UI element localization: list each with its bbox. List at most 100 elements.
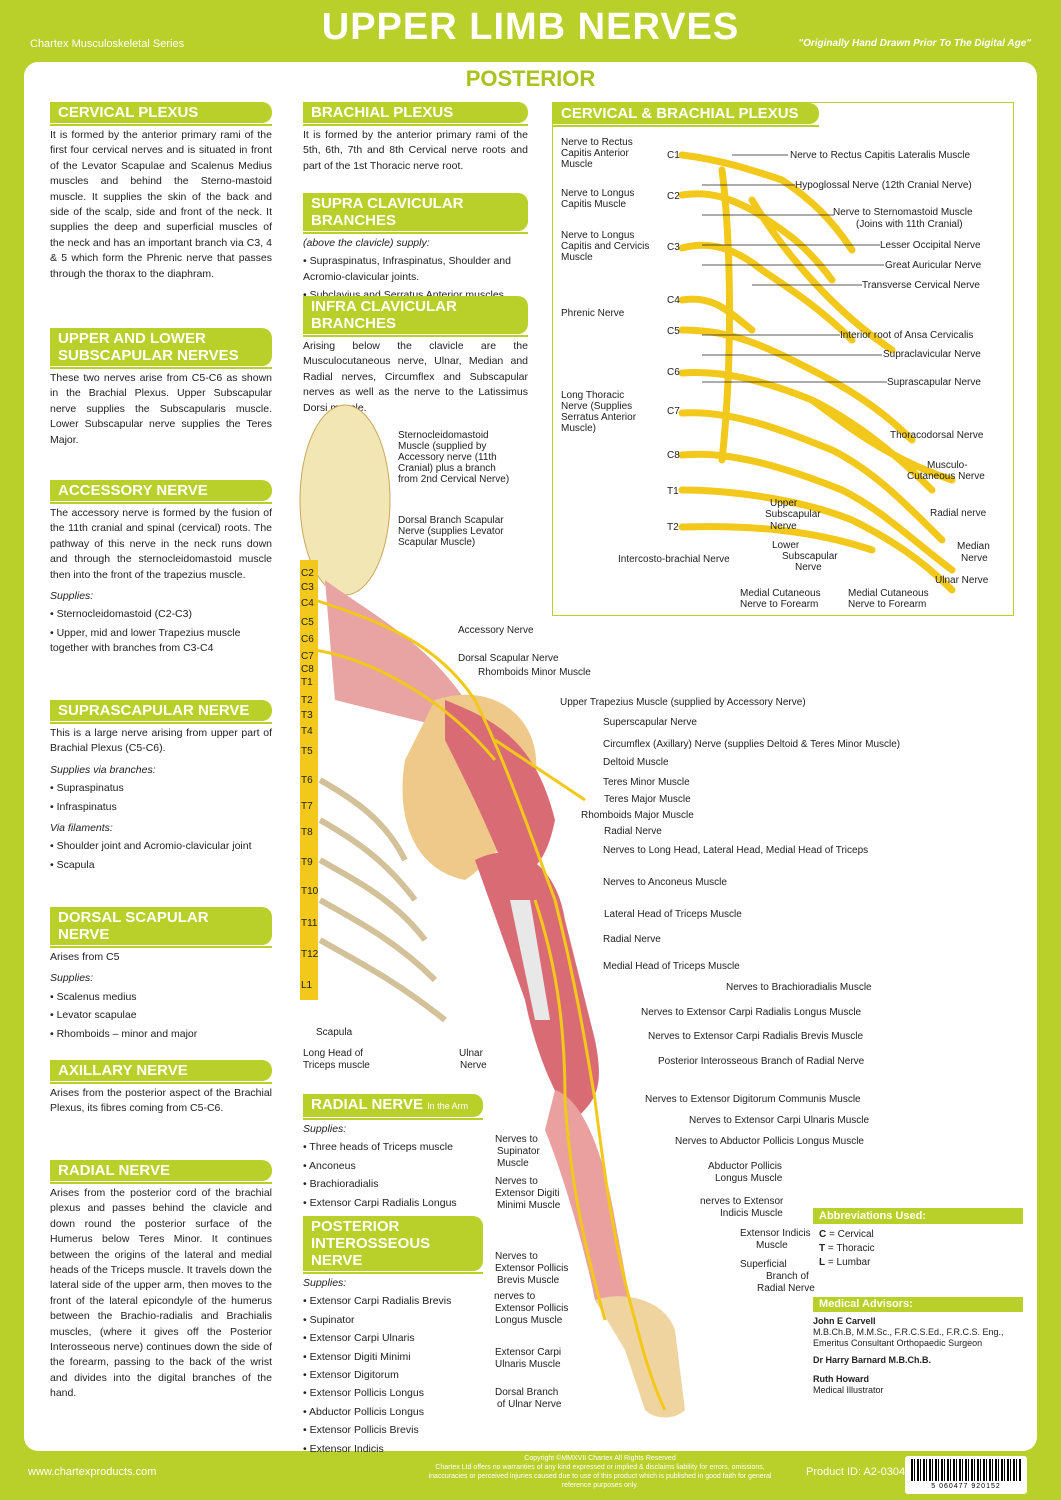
root-label: C3 (667, 242, 680, 253)
arm-label: Accessory nerve (11th (398, 452, 497, 463)
arm-label: Muscle (supplied by (398, 441, 487, 452)
abbreviation-key: L (819, 1257, 826, 1268)
plexus-bottom-label: Subscapular (765, 509, 821, 520)
arm-label: Teres Major Muscle (604, 794, 691, 805)
arm-label: Ulnaris Muscle (495, 1359, 561, 1370)
arm-label: Rhomboids Major Muscle (581, 810, 694, 821)
list-item: Scapula (50, 858, 272, 873)
arm-label: Abductor Pollicis (708, 1161, 782, 1172)
copyright-notice: Copyright ©MMXVII Chartex All Rights Res… (420, 1454, 780, 1490)
axillary-nerve-section: AXILLARY NERVE Arises from the posterior… (50, 1060, 272, 1117)
abbreviation-row: C = Cervical (819, 1228, 1017, 1242)
arm-label: Deltoid Muscle (603, 757, 669, 768)
advisors-title: Medical Advisors: (813, 1297, 1023, 1312)
list-item: Extensor Indicis (303, 1442, 483, 1457)
posterior-arm-diagram (299, 404, 685, 1418)
plexus-right-label: Thoracodorsal Nerve (890, 430, 984, 441)
advisor-credentials: M.B.Ch.B, M.M.Sc., F.R.C.S.Ed., F.R.C.S.… (813, 1327, 1004, 1337)
plexus-bottom-label: Nerve to Forearm (740, 599, 819, 610)
root-label: T1 (667, 486, 679, 497)
plexus-right-label: Transverse Cervical Nerve (862, 280, 980, 291)
arm-label: Sternocleidomastoid (398, 430, 489, 441)
list-item: Shoulder joint and Acromio-clavicular jo… (50, 839, 272, 854)
list-item: Extensor Digitorum (303, 1368, 483, 1383)
arm-label: of Ulnar Nerve (497, 1399, 562, 1410)
arm-label: Upper Trapezius Muscle (supplied by Acce… (560, 697, 806, 708)
ribs-drawing (318, 777, 447, 1023)
arm-label: Longus Muscle (715, 1173, 783, 1184)
arm-label: Minimi Muscle (497, 1200, 561, 1211)
trapezius-drawing (325, 580, 465, 730)
product-id: Product ID: A2-0304B (806, 1466, 913, 1478)
root-label: C1 (667, 150, 680, 161)
supplies-label: Supplies: (50, 590, 94, 603)
leader-lines (702, 154, 887, 383)
vertebra-label: C2 (301, 568, 314, 579)
vertebra-label: T12 (301, 949, 319, 960)
plexus-right-label: Cutaneous Nerve (907, 471, 985, 482)
supplies-label: Supplies via branches: (50, 763, 156, 776)
plexus-bottom-label: Nerve (795, 562, 822, 573)
suprascapular-section: SUPRASCAPULAR NERVE This is a large nerv… (50, 700, 272, 873)
website-link[interactable]: www.chartexproducts.com (28, 1466, 157, 1478)
advisor-credentials: Emeritus Consultant Orthopaedic Surgeon (813, 1338, 983, 1348)
list-item: Extensor Pollicis Longus (303, 1386, 483, 1401)
tendon-drawing (510, 900, 550, 1020)
supplies-label: Supplies: (303, 1123, 347, 1135)
list-item: Extensor Digiti Minimi (303, 1350, 483, 1365)
header-line: INTEROSSEOUS NERVE (311, 1235, 431, 1269)
plexus-left-label: Nerve to Rectus Capitis Anterior Muscle (561, 137, 633, 170)
plexus-bottom-label: Medial Cutaneous (848, 588, 929, 599)
header-small: In the Arm (427, 1101, 469, 1111)
series-name: Chartex Musculoskeletal Series (30, 38, 185, 50)
arm-label: Radial Nerve (604, 826, 662, 837)
abbreviation-value: = Cervical (829, 1229, 874, 1240)
arm-label: Supinator (497, 1146, 540, 1157)
header-line: SUBSCAPULAR NERVES (58, 347, 239, 364)
plexus-right-label: Lesser Occipital Nerve (880, 240, 981, 251)
barcode-bars (911, 1459, 1021, 1481)
header-line: UPPER AND LOWER (58, 330, 206, 347)
arm-nerves (314, 598, 667, 1411)
diagram-title: CERVICAL & BRACHIAL PLEXUS (553, 103, 819, 127)
section-text: Arises from the posterior aspect of the … (50, 1087, 272, 1115)
plexus-right-label: Ulnar Nerve (935, 575, 989, 586)
vertebra-label: T2 (301, 695, 313, 706)
plexus-bottom-label: Upper (770, 498, 798, 509)
arm-label: Nerves to Extensor Carpi Ulnaris Muscle (689, 1115, 870, 1126)
vertebra-label: C5 (301, 617, 314, 628)
arm-label: Dorsal Scapular Nerve (458, 653, 559, 664)
plexus-left-label: Nerve to Longus Capitis and Cervicis Mus… (561, 230, 650, 263)
arm-label: Nerves to Brachioradialis Muscle (726, 982, 872, 993)
advisor-name: John E Carvell (813, 1316, 876, 1326)
list-item: Extensor Carpi Radialis Longus (303, 1196, 483, 1211)
arm-label: Longus Muscle (495, 1315, 563, 1326)
root-label: C6 (667, 367, 680, 378)
page-subtitle: POSTERIOR (465, 66, 596, 91)
disclaimer-text: Chartex Ltd offers no warranties of any … (428, 1464, 772, 1489)
vertebra-label: T9 (301, 857, 313, 868)
section-header: SUPRA CLAVICULAR BRANCHES (303, 193, 528, 234)
advisor-name: Dr Harry Barnard M.B.Ch.B. (813, 1355, 932, 1365)
plexus-diagram (678, 151, 956, 594)
list-item: Scalenus medius (50, 990, 272, 1005)
arm-label: Scapular Muscle) (398, 537, 476, 548)
section-header: ACCESSORY NERVE (50, 480, 272, 504)
abbreviations-title: Abbreviations Used: (813, 1208, 1023, 1224)
plexus-right-label: Nerve to Sternomastoid Muscle (833, 207, 973, 218)
section-header: DORSAL SCAPULAR NERVE (50, 907, 272, 948)
arm-label: Dorsal Branch Scapular (398, 515, 504, 526)
arm-label: Extensor Pollicis (495, 1303, 569, 1314)
section-header: RADIAL NERVE (50, 1160, 272, 1184)
vertebra-label: C3 (301, 582, 314, 593)
arm-label: Nerves to Extensor Carpi Radialis Brevis… (648, 1031, 864, 1042)
plexus-bottom-label: Intercosto-brachial Nerve (618, 554, 730, 565)
root-label: T2 (667, 522, 679, 533)
arm-label: Nerves to (495, 1251, 538, 1262)
root-label: C5 (667, 326, 680, 337)
arm-label: Long Head of (303, 1048, 364, 1059)
vertebra-label: C7 (301, 651, 314, 662)
supplies-label: Supplies: (50, 972, 94, 985)
abbreviation-value: = Lumbar (827, 1257, 871, 1268)
